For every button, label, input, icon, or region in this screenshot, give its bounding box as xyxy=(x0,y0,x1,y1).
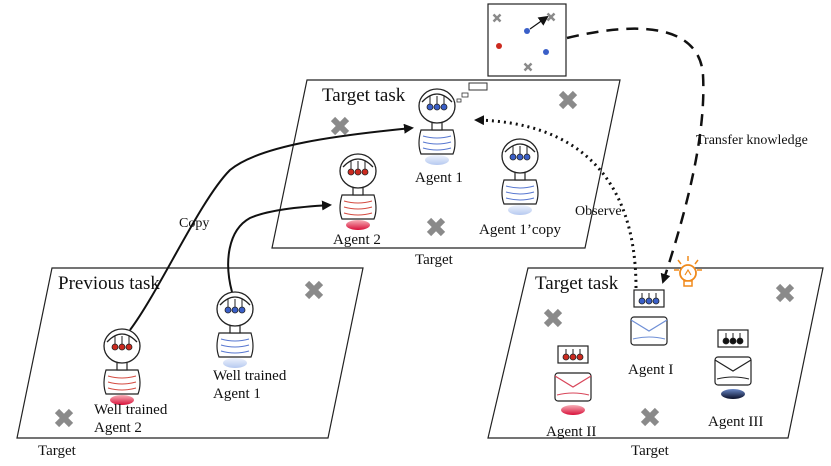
previous-task-title: Previous task xyxy=(58,273,160,294)
target-x-icon xyxy=(640,407,660,427)
right-target-label: Target xyxy=(631,443,670,459)
copy-arrows: Copy xyxy=(129,123,414,331)
middle-task-title: Target task xyxy=(322,85,406,106)
target-x-icon xyxy=(330,116,350,136)
snapshot-target-x-icon xyxy=(523,62,533,72)
label-mid-agent1-copy: Agent 1’copy xyxy=(479,222,562,238)
agent-I-unit xyxy=(630,289,668,346)
agent-II-unit xyxy=(554,345,592,415)
lightbulb-icon xyxy=(674,256,702,287)
robot-mid-agent2 xyxy=(339,153,377,230)
observe-label: Observe xyxy=(575,204,622,219)
copy-label: Copy xyxy=(179,216,209,231)
robot-prev-agent2 xyxy=(103,328,141,405)
robot-mid-agent1-copy xyxy=(501,138,539,215)
previous-task-panel: Previous task Target xyxy=(16,267,364,459)
previous-target-label: Target xyxy=(38,443,77,459)
observe-arrow: Observe xyxy=(474,115,638,289)
middle-target-label: Target xyxy=(415,252,454,268)
right-task-title: Target task xyxy=(535,273,619,294)
snapshot-red-agent xyxy=(496,43,502,49)
snapshot-blue-agent-1 xyxy=(524,28,530,34)
label-right-agent2: Agent II xyxy=(546,424,596,440)
snapshot-target-x-icon xyxy=(546,12,556,22)
target-x-icon xyxy=(775,283,795,303)
agent-III-unit xyxy=(714,329,752,399)
transfer-knowledge-arrow: Transfer knowledge xyxy=(566,27,808,284)
label-mid-agent1: Agent 1 xyxy=(415,170,463,186)
thought-bubble xyxy=(456,82,488,103)
target-x-icon xyxy=(304,280,324,300)
snapshot-blue-agent-2 xyxy=(543,49,549,55)
label-mid-agent2: Agent 2 xyxy=(333,232,381,248)
target-markers xyxy=(54,90,795,428)
copy-arrow-agent2 xyxy=(227,200,332,293)
snapshot-target-x-icon xyxy=(492,13,502,23)
target-x-icon xyxy=(543,308,563,328)
transfer-label: Transfer knowledge xyxy=(696,133,808,148)
robot-mid-agent1 xyxy=(418,88,456,165)
environment-snapshot xyxy=(487,3,567,77)
label-right-agent3: Agent III xyxy=(708,414,763,430)
copy-arrow-agent1 xyxy=(129,123,414,331)
robot-prev-agent1 xyxy=(216,291,254,368)
target-x-icon xyxy=(558,90,578,110)
snapshot-move-arrow xyxy=(529,15,549,30)
target-x-icon xyxy=(426,217,446,237)
label-right-agent1: Agent I xyxy=(628,362,673,378)
target-x-icon xyxy=(54,408,74,428)
